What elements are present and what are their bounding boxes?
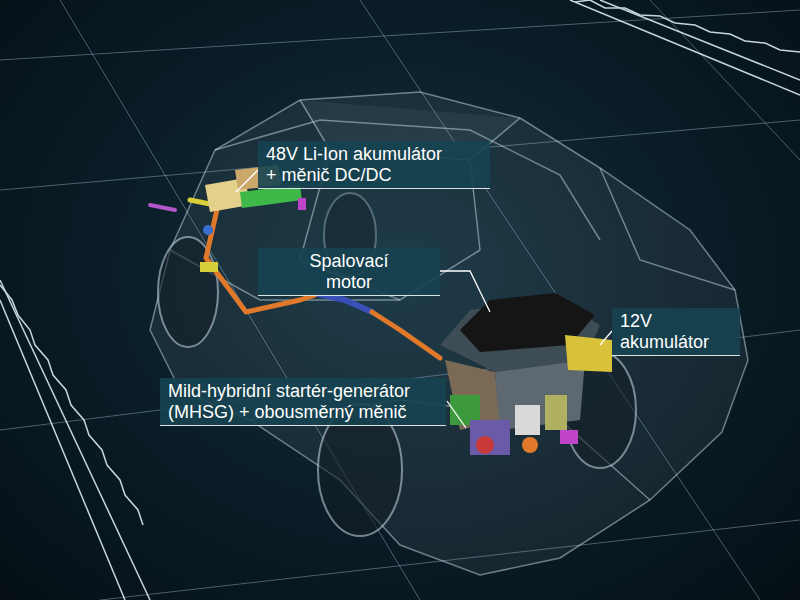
callout-label: Spalovací motor: [299, 251, 399, 292]
callout-box: 48V Li-Ion akumulátor + měnič DC/DC: [258, 141, 490, 189]
callout-label: 12V akumulátor: [620, 311, 720, 352]
callout-box: 12V akumulátor: [612, 308, 740, 356]
callout-box: Mild-hybridní startér-generátor (MHSG) +…: [160, 378, 446, 426]
callout-label: Mild-hybridní startér-generátor (MHSG) +…: [168, 381, 438, 422]
callout-box: Spalovací motor: [258, 248, 440, 296]
callout-label: 48V Li-Ion akumulátor + měnič DC/DC: [266, 144, 450, 185]
